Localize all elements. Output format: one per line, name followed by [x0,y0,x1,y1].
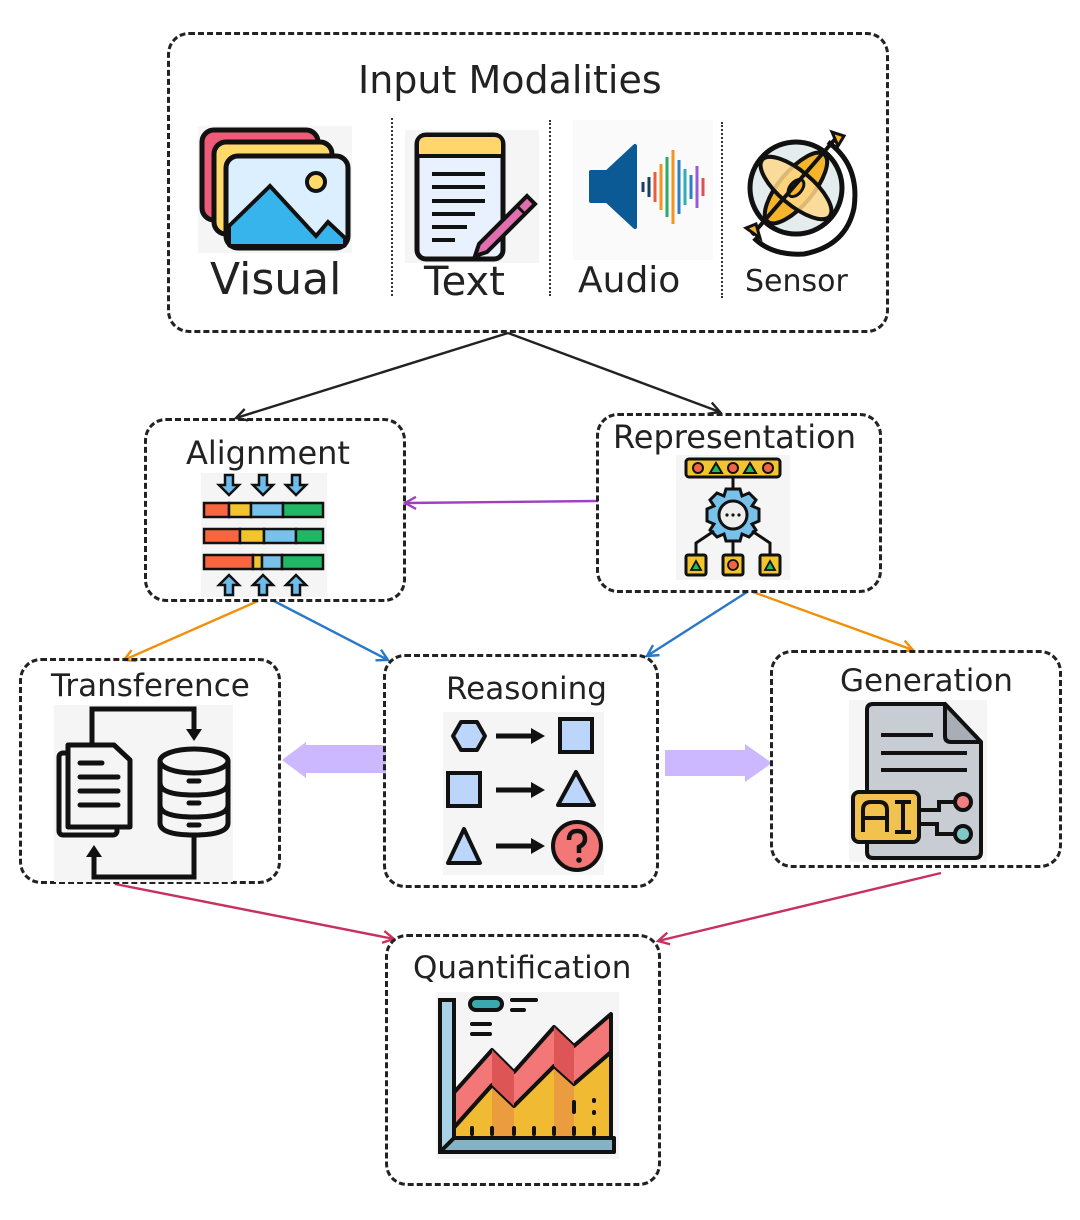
input-modalities-title: Input Modalities [358,58,662,102]
quantification-box [385,934,661,1186]
transference-box [19,658,281,884]
gear-network-icon [676,455,790,580]
edge-transference-to-quantification [114,882,394,939]
alignment-label: Alignment [186,434,350,472]
representation-box [596,413,882,593]
modality-label-sensor: Sensor [745,264,848,299]
edge-reasoning-to-generation [665,744,772,782]
reasoning-box [383,654,659,888]
document-pencil-icon [405,130,539,263]
representation-label: Representation [613,418,857,456]
modality-separator [721,122,723,298]
modality-separator [391,118,393,296]
shape-inference-icon [443,712,604,875]
edge-reasoning-to-transference [282,742,386,778]
quantification-label: Quantification [413,950,632,986]
edge-representation-to-reasoning [647,590,748,656]
aligned-bars-icon [201,473,327,597]
edge-input-to-representation [507,331,720,412]
transference-label: Transference [51,668,250,704]
edge-alignment-to-transference [124,599,259,660]
ai-document-icon [849,700,987,862]
edge-input-to-alignment [236,331,509,418]
generation-label: Generation [840,663,1013,699]
modality-separator [549,120,551,296]
gyroscope-sensor-icon [732,120,867,260]
alignment-box [144,418,406,602]
modality-label-visual: Visual [210,254,342,305]
edge-alignment-to-reasoning [273,599,388,660]
area-chart-icon [436,992,619,1159]
edge-generation-to-quantification [658,871,942,941]
input-modalities-box [167,32,889,333]
modality-label-audio: Audio [578,260,681,301]
modality-label-text: Text [424,259,505,305]
speaker-waveform-icon [573,120,713,260]
edge-representation-to-alignment [405,501,599,503]
generation-box [770,650,1062,868]
document-database-transfer-icon [54,705,233,882]
edge-representation-to-generation [752,590,913,650]
reasoning-label: Reasoning [446,671,607,707]
image-stack-icon [198,126,352,253]
